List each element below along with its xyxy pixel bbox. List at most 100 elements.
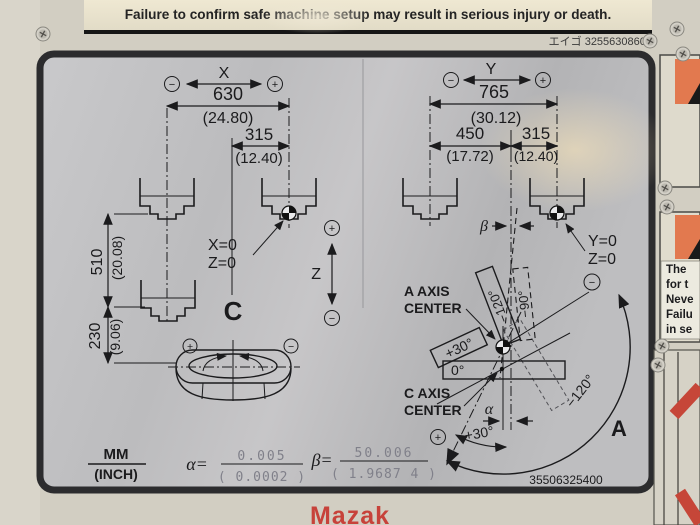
svg-text:X=0: X=0 [208, 237, 237, 254]
y-dimension-765: 765 (30.12) [428, 82, 559, 228]
y-axis-indicator: Y − + [443, 61, 551, 88]
placard-code: エイゴ 32556308600 [548, 36, 652, 48]
svg-text:C AXIS: C AXIS [404, 385, 450, 401]
alpha-stamped-inch: ( 0.0002 ) [218, 470, 306, 485]
yz-origin-label: Y=0 Z=0 [565, 223, 617, 268]
svg-text:+: + [187, 341, 193, 353]
svg-text:(20.08): (20.08) [109, 236, 125, 280]
svg-text:for t: for t [666, 279, 689, 291]
svg-text:(9.06): (9.06) [107, 319, 123, 356]
panel-background [0, 0, 40, 525]
svg-text:315: 315 [245, 125, 273, 144]
svg-text:230: 230 [87, 323, 104, 350]
a-plus-sign: + [430, 429, 446, 445]
svg-text:The: The [666, 264, 686, 276]
a-travel-arc [445, 293, 631, 475]
svg-text:−: − [448, 75, 454, 87]
svg-text:−: − [589, 277, 595, 289]
plate-serial-number: 35506325400 [529, 473, 603, 487]
vertical-dimension-510-230: 510 (20.08) 230 (9.06) [87, 212, 176, 365]
xz-origin-label: X=0 Z=0 [208, 220, 284, 272]
svg-text:MM: MM [104, 446, 129, 463]
warning-triangle-icon [688, 83, 700, 104]
c-axis-center-point [499, 366, 505, 372]
alpha-angle-dimension: α [483, 401, 533, 426]
alpha-readout: α= 0.005 ( 0.0002 ) [186, 449, 306, 485]
a-axis-center-target [495, 339, 511, 355]
svg-text:A AXIS: A AXIS [404, 283, 450, 299]
xz-origin-target [281, 205, 297, 221]
x-minus-sign: − [164, 76, 180, 92]
prohibition-cross-stroke [669, 382, 700, 420]
y-minus-sign: − [443, 72, 459, 88]
rotary-table-symbol: + − [168, 338, 300, 401]
c-axis-letter: C [224, 296, 243, 326]
c-minus-sign: − [283, 338, 299, 354]
svg-text:Y=0: Y=0 [588, 233, 617, 250]
svg-text:+: + [272, 79, 278, 91]
x-axis-indicator: X − + [164, 65, 283, 92]
svg-text:+: + [435, 432, 441, 444]
svg-text:(12.40): (12.40) [514, 148, 558, 164]
svg-text:630: 630 [213, 84, 243, 104]
y-dimension-450-315: 450 (17.72) 315 (12.40) [428, 124, 559, 430]
svg-text:450: 450 [456, 124, 484, 143]
svg-text:0°: 0° [451, 362, 464, 378]
svg-text:Failu: Failu [666, 309, 693, 321]
beta-stamped-mm: 50.006 [355, 446, 414, 461]
plus30-arc [454, 434, 508, 453]
svg-text:β: β [479, 218, 488, 235]
svg-text:510: 510 [89, 249, 106, 276]
beta-readout: β= 50.006 ( 1.9687 4 ) [310, 446, 437, 482]
svg-text:−: − [329, 313, 335, 325]
svg-text:in se: in se [666, 324, 692, 336]
side-warning-panel-middle: The for t Neve Failu in se [659, 211, 700, 343]
yz-origin-target [549, 205, 565, 221]
x-plus-sign: + [267, 76, 283, 92]
side-panel-bottom [653, 349, 700, 525]
svg-text:Neve: Neve [666, 294, 694, 306]
svg-text:(12.40): (12.40) [235, 150, 283, 167]
svg-text:+: + [329, 223, 335, 235]
arc-plus30-label: +30° [463, 423, 495, 444]
svg-text:315: 315 [522, 124, 550, 143]
a-axis-letter: A [611, 416, 627, 441]
y-axis-letter: Y [486, 61, 497, 78]
svg-text:−90°: −90° [515, 290, 533, 319]
svg-text:−: − [169, 79, 175, 91]
z-plus-sign: + [324, 220, 340, 236]
svg-text:CENTER: CENTER [404, 300, 462, 316]
rotation-arrow-right [239, 352, 264, 372]
svg-text:β=: β= [310, 450, 332, 470]
svg-text:Z=0: Z=0 [208, 255, 236, 272]
prohibition-cross-stroke-2 [674, 488, 700, 525]
svg-text:(17.72): (17.72) [446, 148, 494, 165]
z-axis-indicator: + Z − [311, 220, 340, 326]
svg-text:(30.12): (30.12) [471, 110, 522, 127]
side-warning-panel-top [659, 54, 700, 188]
svg-text:α=: α= [186, 454, 208, 474]
rotation-arrow-left [202, 352, 227, 372]
svg-text:(24.80): (24.80) [203, 110, 254, 127]
svg-text:(INCH): (INCH) [94, 466, 138, 482]
svg-text:−: − [288, 341, 294, 353]
y-plus-sign: + [535, 72, 551, 88]
mazak-logo: Mazak [309, 502, 391, 525]
beta-stamped-inch: ( 1.9687 4 ) [331, 467, 437, 482]
svg-text:α: α [485, 401, 494, 418]
svg-text:Z=0: Z=0 [588, 251, 616, 268]
glare-spot [480, 88, 670, 212]
units-legend: MM (INCH) [88, 446, 146, 482]
z-axis-letter: Z [311, 266, 321, 283]
svg-text:765: 765 [479, 82, 509, 102]
z-minus-sign: − [324, 310, 340, 326]
x-axis-letter: X [219, 65, 230, 82]
x-dimension-315: 315 (12.40) [230, 125, 291, 295]
svg-text:CENTER: CENTER [404, 402, 462, 418]
alpha-stamped-mm: 0.005 [237, 449, 286, 464]
svg-text:+: + [540, 75, 546, 87]
c-plus-sign: + [182, 338, 198, 354]
warning-triangle-icon-2 [688, 239, 700, 259]
